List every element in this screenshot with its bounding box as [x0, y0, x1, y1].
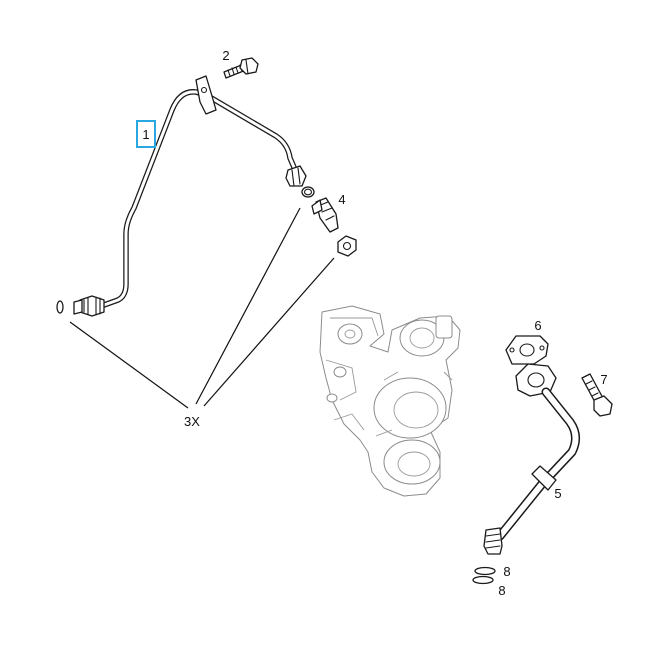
- o-ring-part-8-lower[interactable]: [472, 575, 494, 585]
- callout-7-label: 7: [600, 372, 607, 387]
- o-ring-lower-left[interactable]: [56, 300, 64, 314]
- callout-1[interactable]: 1: [136, 120, 156, 148]
- o-ring-upper[interactable]: [301, 186, 315, 198]
- bolt-part-7[interactable]: [581, 373, 613, 417]
- o-ring-part-8-upper[interactable]: [474, 566, 496, 576]
- callout-8b-label: 8: [498, 583, 505, 598]
- callout-8a-label: 8: [503, 564, 510, 579]
- callout-4-label: 4: [338, 192, 345, 207]
- callout-1-label: 1: [142, 127, 149, 142]
- gasket-part-6[interactable]: [505, 335, 549, 365]
- oil-feed-pipe[interactable]: [73, 75, 307, 317]
- callout-5-label: 5: [554, 486, 561, 501]
- oil-return-pipe-part-5[interactable]: [483, 363, 580, 555]
- callout-2-label: 2: [222, 48, 229, 63]
- callout-1-highlight-box: [136, 120, 156, 148]
- bolt-part-2[interactable]: [223, 57, 259, 79]
- turbocharger-assembly: [319, 305, 461, 497]
- callout-6-label: 6: [534, 318, 541, 333]
- callout-3x-label: 3X: [184, 414, 200, 429]
- quantity-leader-lines: [69, 207, 335, 409]
- union-fitting-part-4[interactable]: [311, 197, 339, 233]
- nut[interactable]: [337, 235, 357, 257]
